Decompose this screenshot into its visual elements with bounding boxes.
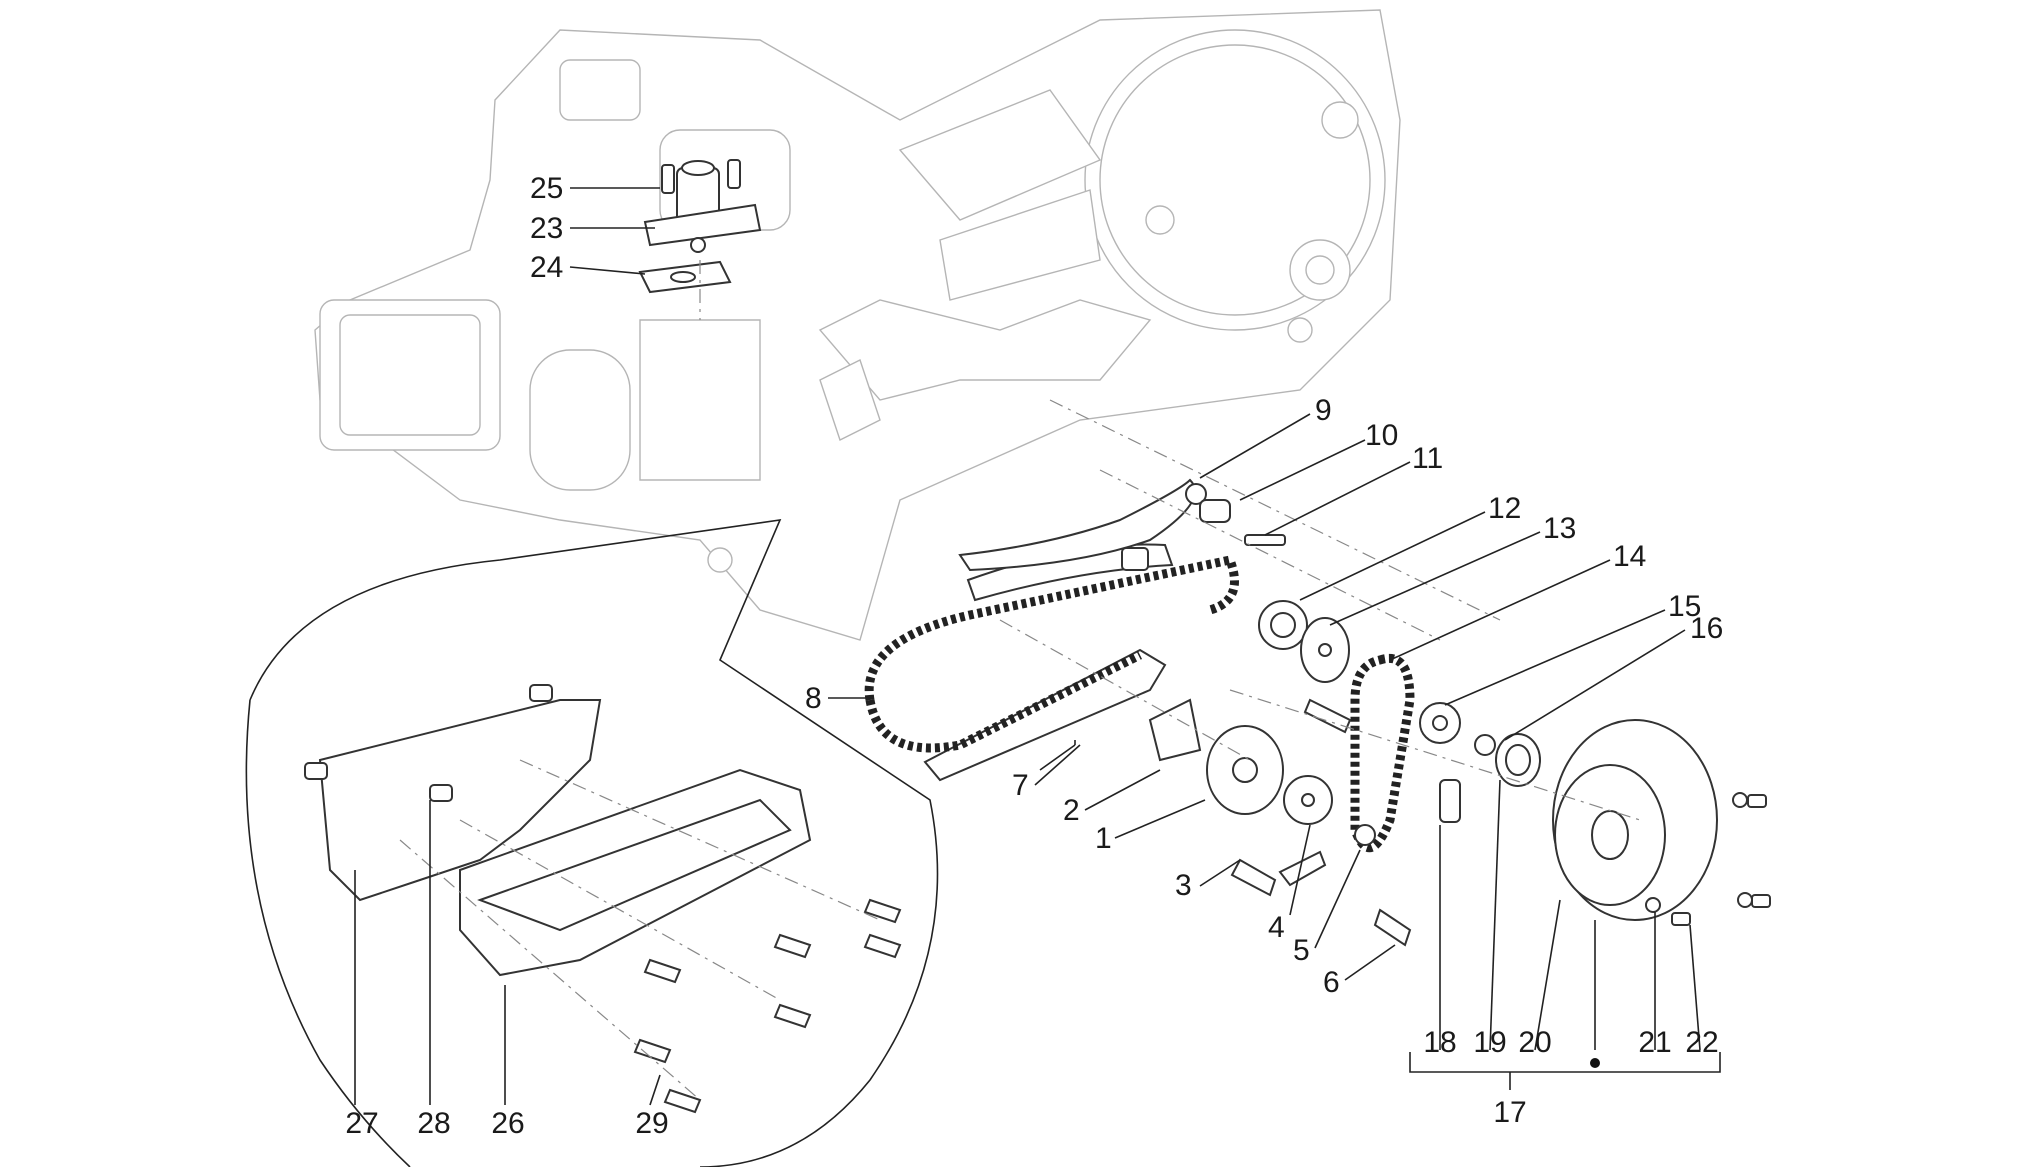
callout-18: 18 [1423,1026,1456,1059]
callout-11: 11 [1412,442,1443,475]
callout-16: 16 [1690,612,1723,645]
clutch-cover [1552,719,1771,926]
callout-25: 25 [530,172,563,205]
callout-24: 24 [530,251,563,284]
callout-19: 19 [1473,1026,1506,1059]
callout-6: 6 [1323,966,1340,999]
kit-indicator-dot [1590,1058,1600,1068]
callout-17: 17 [1493,1096,1526,1129]
callout-1: 1 [1095,822,1112,855]
oil-pump-assembly [1148,499,1541,947]
callout-3: 3 [1175,869,1192,902]
callout-12: 12 [1488,492,1521,525]
inset-detail [245,519,939,1167]
timing-chain-upper [864,554,1239,701]
callout-8: 8 [805,682,822,715]
callout-20: 20 [1518,1026,1551,1059]
callout-29: 29 [635,1107,668,1140]
callout-10: 10 [1365,419,1398,452]
timing-chain-lower [865,650,1143,753]
callout-4: 4 [1268,911,1285,944]
engine-block [314,9,1401,641]
callout-22: 22 [1685,1026,1718,1059]
chain-guides [864,478,1239,782]
callout-15: 15 [1668,590,1701,623]
callout-13: 13 [1543,512,1576,545]
callout-21: 21 [1638,1026,1671,1059]
callout-23: 23 [530,212,563,245]
chain-tensioner [638,159,762,294]
callout-27: 27 [345,1107,378,1140]
callout-5: 5 [1293,934,1310,967]
callout-9: 9 [1315,394,1332,427]
callout-14: 14 [1613,540,1646,573]
callout-28: 28 [417,1107,450,1140]
callout-7: 7 [1012,769,1029,802]
callout-2: 2 [1063,794,1080,827]
leader-lines [354,187,1721,1106]
callout-26: 26 [491,1107,524,1140]
oil-pump-chain [1350,654,1415,853]
callout-numbers: 25 23 24 9 10 11 12 13 14 15 16 8 7 2 1 … [345,172,1723,1140]
